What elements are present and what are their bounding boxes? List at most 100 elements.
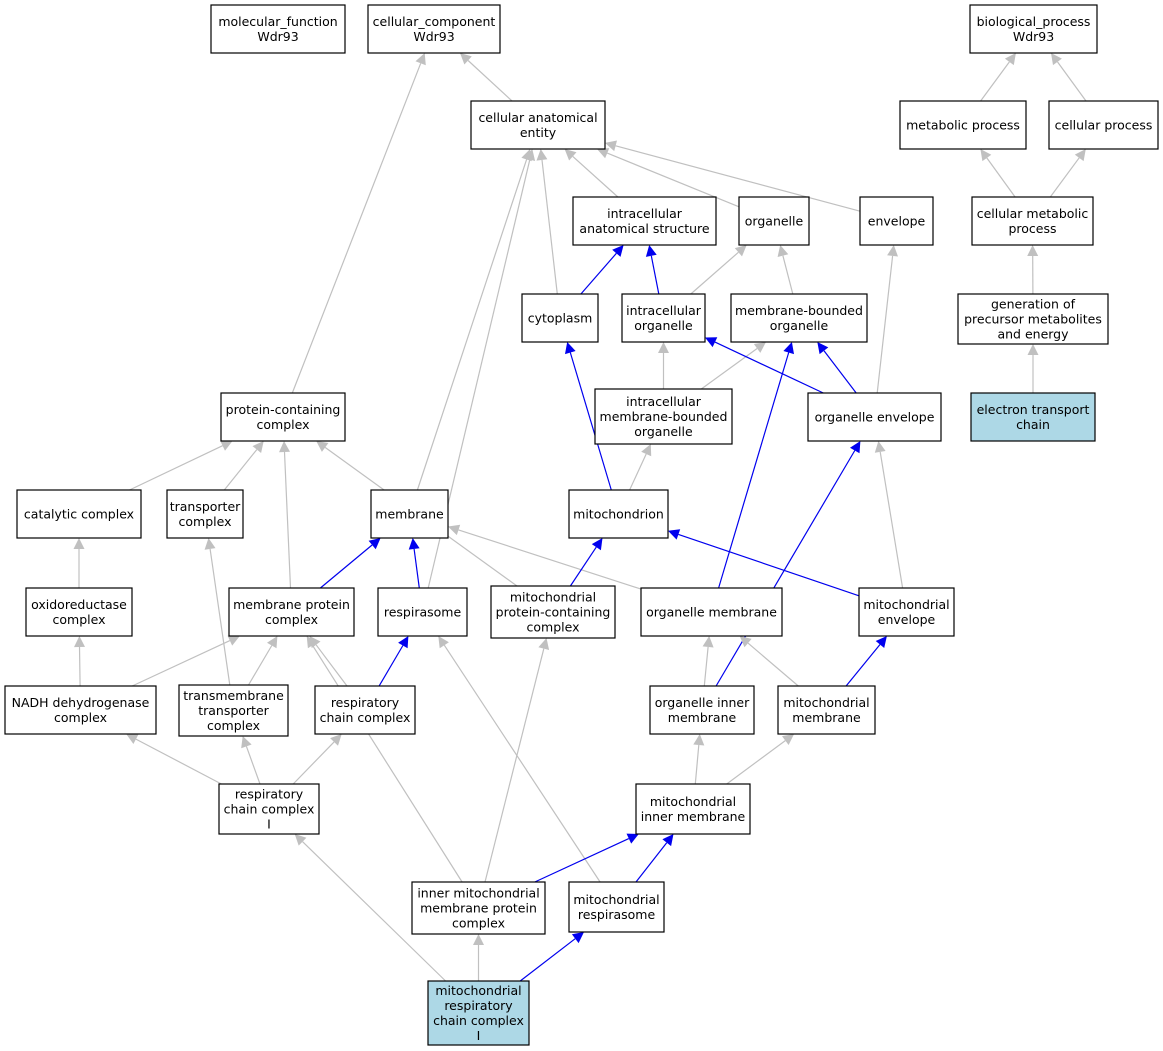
edge-mitochondrial-protein-containing-complex-to-mitochondrion bbox=[569, 538, 603, 587]
edge-arrowhead bbox=[693, 734, 705, 746]
edge-arrowhead bbox=[73, 538, 85, 549]
edge-nadh-dehydrogenase-complex-to-oxidoreductase-complex bbox=[74, 636, 85, 687]
node-label-line: organelle bbox=[634, 424, 693, 439]
node-membrane[interactable]: membrane bbox=[370, 489, 449, 539]
node-mitochondrion[interactable]: mitochondrion bbox=[568, 489, 669, 539]
edge-line bbox=[714, 341, 824, 394]
node-label-line: transmembrane bbox=[183, 688, 284, 703]
edge-arrowhead bbox=[448, 524, 461, 536]
edge-arrowhead bbox=[279, 441, 290, 453]
edge-envelope-to-cellular-anatomical-entity bbox=[605, 140, 861, 212]
node-box bbox=[490, 585, 616, 639]
edge-oxidoreductase-complex-to-catalytic-complex bbox=[73, 538, 85, 588]
node-box bbox=[859, 196, 934, 246]
node-organelle-membrane[interactable]: organelle membrane bbox=[640, 587, 783, 637]
edge-arrowhead bbox=[524, 149, 536, 161]
edge-arrowhead bbox=[734, 245, 747, 257]
node-box bbox=[210, 4, 346, 54]
node-label-line: complex bbox=[207, 718, 260, 733]
edge-nadh-dehydrogenase-complex-to-membrane-protein-complex bbox=[131, 635, 240, 687]
node-label-line: envelope bbox=[878, 612, 936, 627]
edge-arrowhead bbox=[1004, 53, 1016, 66]
node-catalytic-complex[interactable]: catalytic complex bbox=[16, 489, 142, 539]
node-box bbox=[899, 100, 1027, 150]
node-respirasome[interactable]: respirasome bbox=[377, 587, 468, 637]
edge-transmembrane-transporter-complex-to-membrane-protein-complex bbox=[247, 636, 278, 686]
edge-mitochondrial-inner-membrane-to-mitochondrial-membrane bbox=[726, 734, 795, 785]
node-organelle[interactable]: organelle bbox=[738, 196, 810, 246]
node-label-line: mitochondrial bbox=[863, 597, 949, 612]
node-cellular-process[interactable]: cellular process bbox=[1048, 100, 1159, 150]
node-box bbox=[738, 196, 810, 246]
node-organelle-envelope[interactable]: organelle envelope bbox=[807, 392, 942, 442]
node-label-line: organelle bbox=[745, 214, 804, 229]
edge-line bbox=[845, 644, 881, 687]
node-envelope[interactable]: envelope bbox=[859, 196, 934, 246]
node-label-line: Wdr93 bbox=[257, 29, 298, 44]
node-metabolic-process[interactable]: metabolic process bbox=[899, 100, 1027, 150]
node-label-line: Wdr93 bbox=[1013, 29, 1054, 44]
edge-mitochondrial-respiratory-chain-complex-i-to-respiratory-chain-complex-i bbox=[294, 834, 447, 982]
edge-line bbox=[1049, 157, 1080, 198]
edge-arrowhead bbox=[753, 342, 766, 353]
edge-arrowhead bbox=[980, 149, 992, 162]
edge-line bbox=[443, 644, 601, 883]
node-label-line: membrane bbox=[668, 710, 737, 725]
edge-line bbox=[650, 255, 660, 295]
edge-arrowhead bbox=[875, 636, 887, 648]
edge-line bbox=[747, 642, 799, 687]
edge-arrowhead bbox=[1027, 344, 1039, 355]
node-label-line: process bbox=[1008, 221, 1056, 236]
node-label-line: envelope bbox=[868, 214, 926, 229]
edge-line bbox=[245, 746, 261, 785]
edge-line bbox=[292, 741, 335, 785]
edge-line bbox=[283, 451, 292, 589]
edge-membrane-protein-complex-to-membrane bbox=[320, 538, 381, 589]
edge-arrowhead bbox=[330, 734, 342, 746]
node-label-line: intracellular bbox=[626, 394, 702, 409]
edges-layer bbox=[73, 53, 1087, 982]
edge-cellular-metabolic-process-to-cellular-process bbox=[1049, 149, 1086, 198]
edge-arrowhead bbox=[368, 538, 381, 550]
node-label-line: intracellular bbox=[607, 206, 683, 221]
edge-line bbox=[413, 548, 420, 589]
edge-line bbox=[135, 738, 222, 785]
edge-inner-mitochondrial-membrane-protein-complex-to-membrane-protein-complex bbox=[306, 636, 463, 883]
edge-arrowhead bbox=[887, 245, 898, 257]
edge-mitochondrial-envelope-to-mitochondrion bbox=[668, 529, 860, 597]
edge-line bbox=[700, 348, 758, 390]
edge-line bbox=[129, 445, 223, 491]
edge-arrowhead bbox=[645, 245, 657, 257]
node-cytoplasm[interactable]: cytoplasm bbox=[521, 293, 599, 343]
edge-arrowhead bbox=[126, 734, 139, 744]
node-label-line: complex bbox=[527, 620, 580, 635]
node-label-line: mitochondrial bbox=[650, 794, 736, 809]
